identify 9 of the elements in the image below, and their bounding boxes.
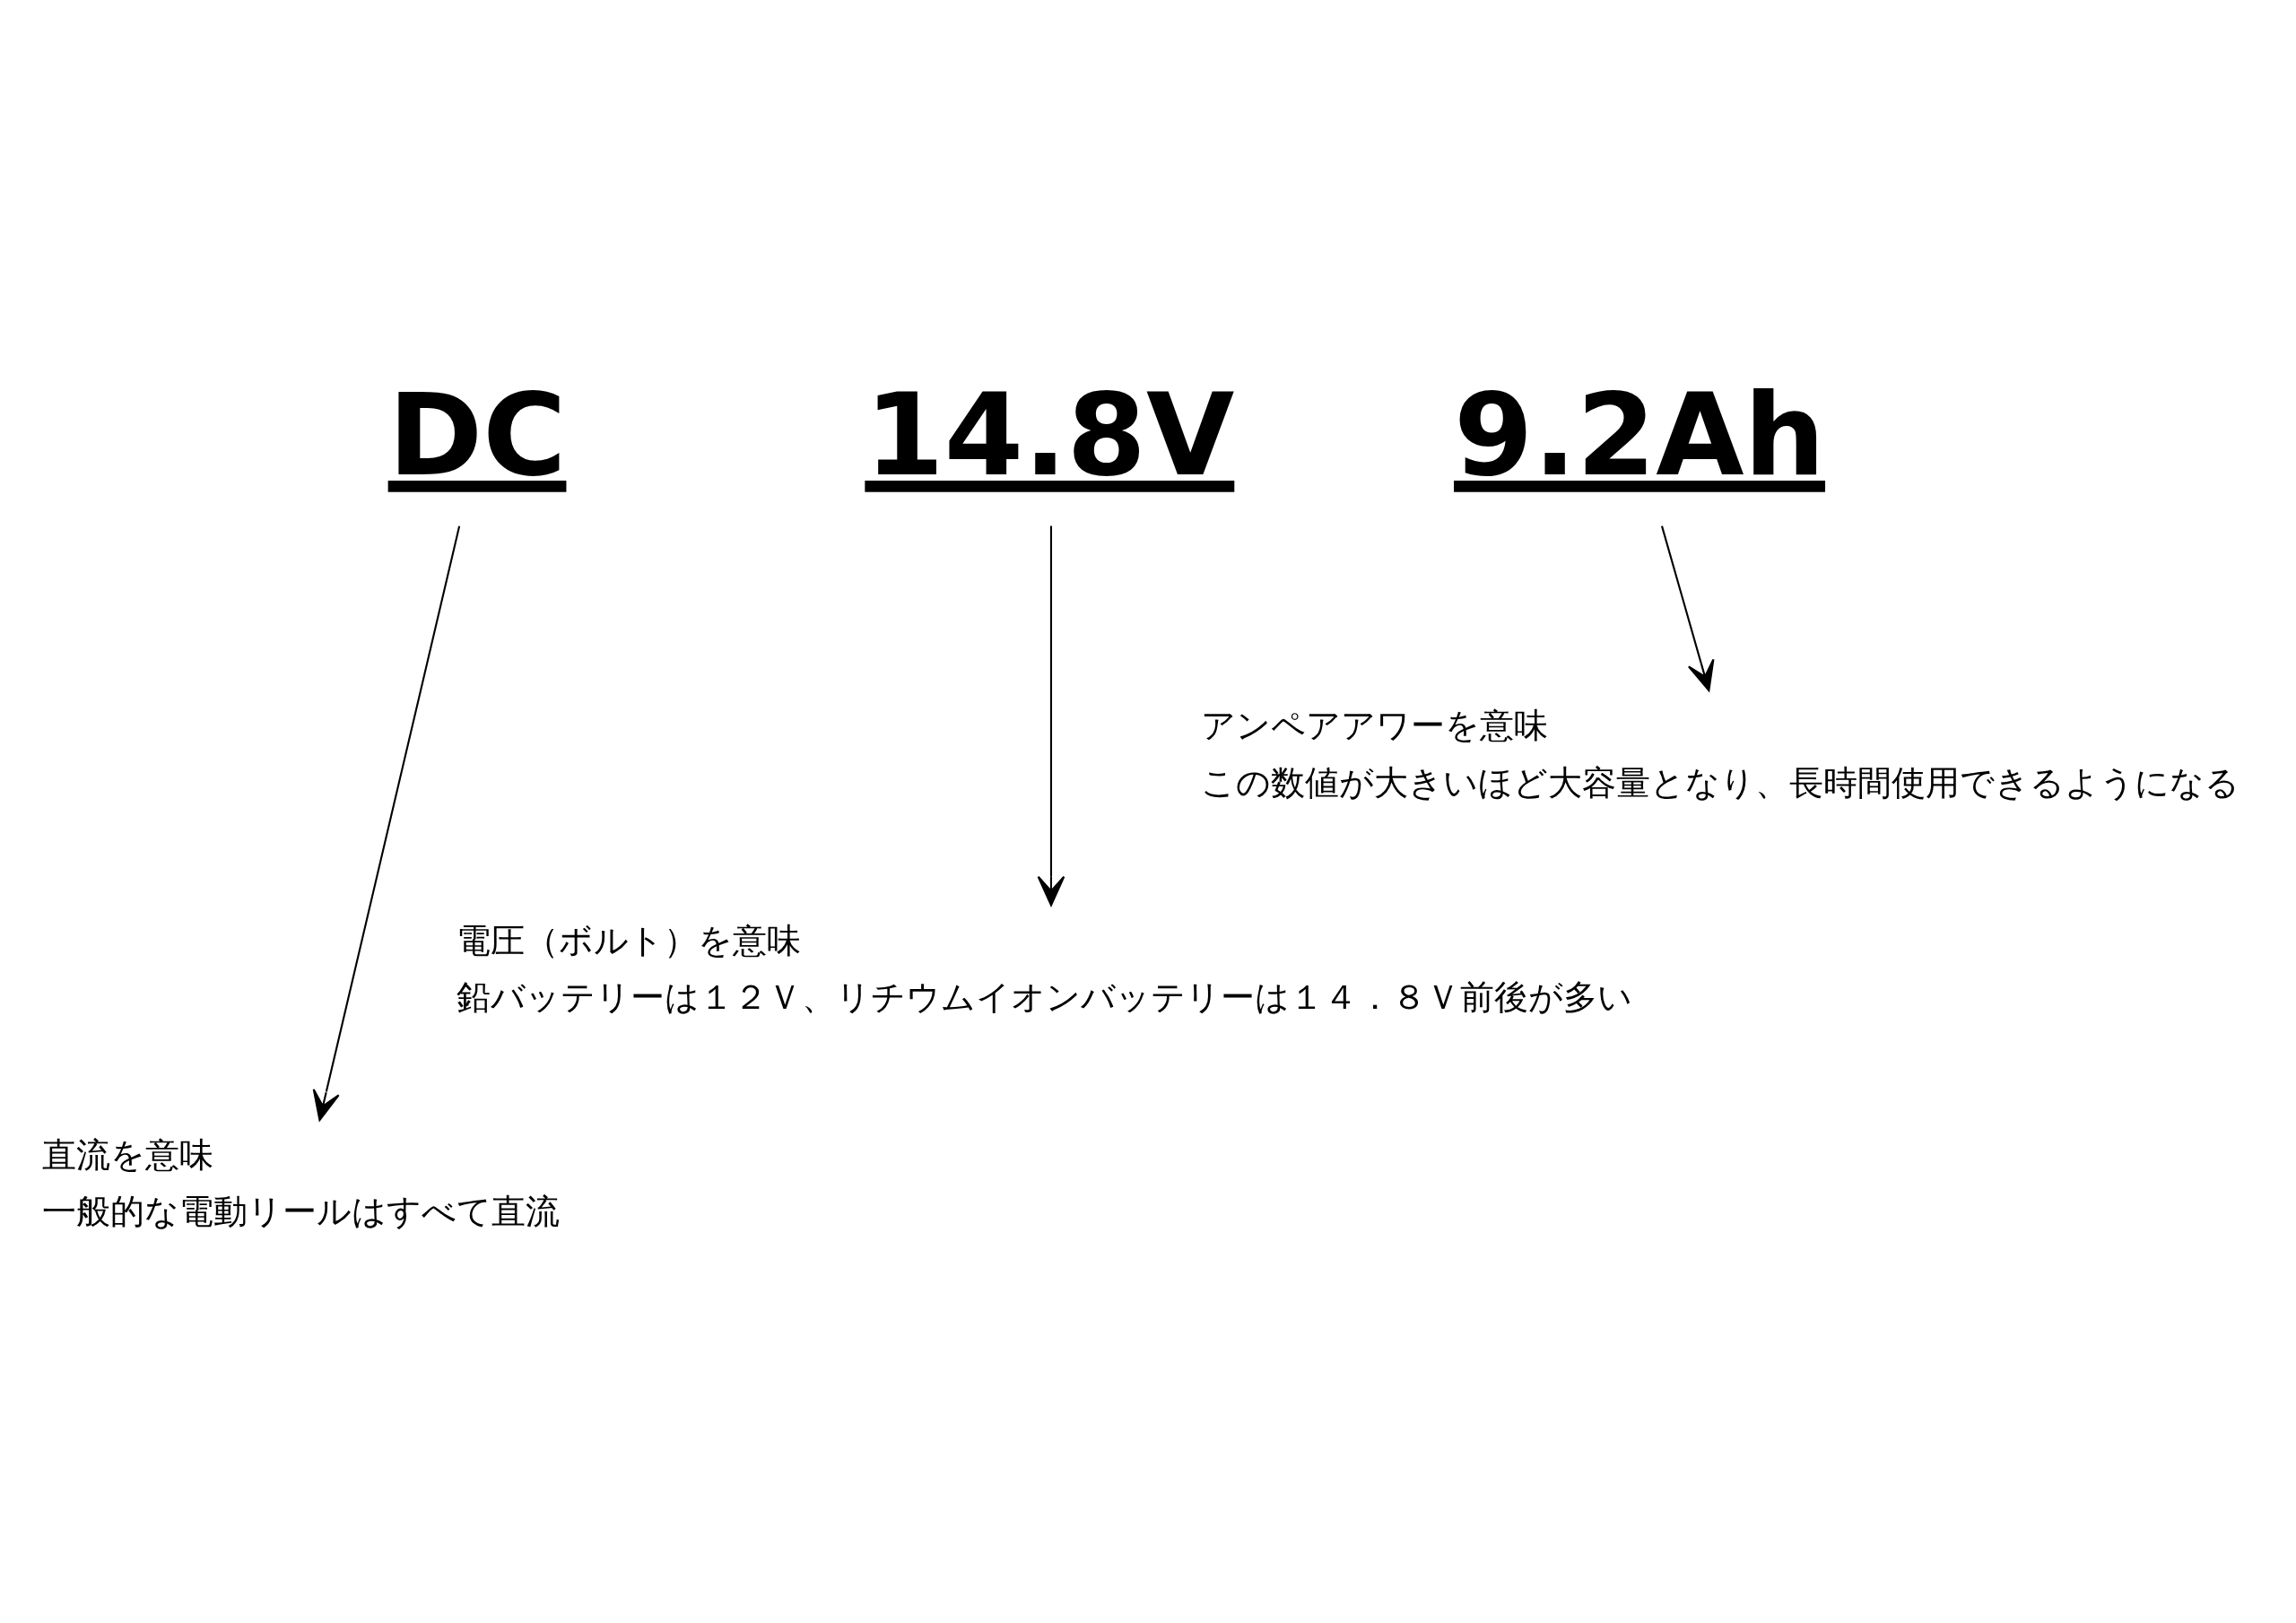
arrow <box>1661 525 1715 691</box>
node-text: 9.2Ah <box>1454 368 1826 501</box>
node-text: アンペアアワーを意味 この数値が大きいほど大容量となり、長時間使用できるようになる <box>1201 706 2240 803</box>
node-text: 14.8V <box>865 368 1235 501</box>
node-text: DC <box>387 368 567 501</box>
node-text: 直流を意味 一般的な電動リールはすべて直流 <box>42 1134 561 1232</box>
arrow <box>1037 525 1065 907</box>
node-text: 電圧（ボルト）を意味 鉛バッテリーは１２Ｖ、リチウムイオンバッテリーは１４．８Ｖ前後が多い <box>456 920 1632 1018</box>
arrow <box>312 525 461 1122</box>
